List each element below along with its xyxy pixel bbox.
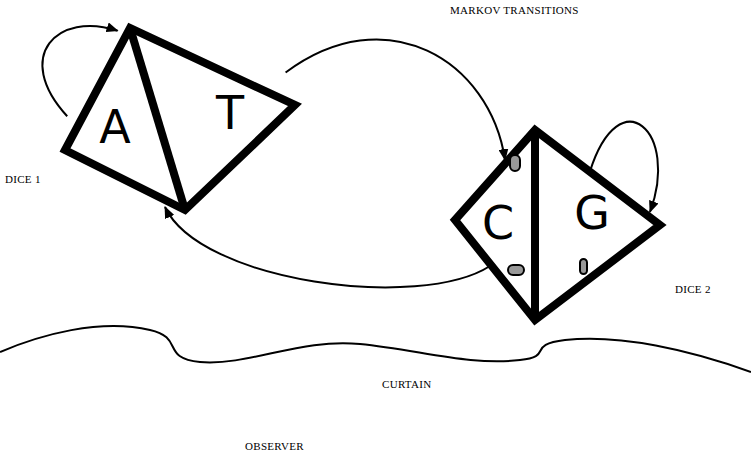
caption-label: MARKOV TRANSITIONS (448, 4, 581, 17)
tetrahedron-outline (60, 25, 300, 215)
dice-node: ATDICE 1 (60, 25, 300, 215)
dice-label: DICE 1 (5, 173, 41, 186)
face-letter: A (99, 104, 130, 150)
curtain-line (0, 326, 751, 372)
caption-label: OBSERVER (243, 440, 306, 453)
face-letter: C (482, 200, 514, 246)
face-letter: T (216, 90, 244, 136)
dice-label: DICE 2 (675, 283, 711, 296)
caption-label: CURTAIN (380, 378, 433, 391)
pip-dot (510, 155, 520, 171)
transition-arrow (165, 207, 490, 287)
pip-dot (580, 259, 587, 274)
face-letter: G (574, 190, 610, 236)
transition-arrow (286, 39, 505, 160)
dice-node: CGDICE 2 (450, 125, 665, 325)
pip-dot (508, 265, 524, 275)
